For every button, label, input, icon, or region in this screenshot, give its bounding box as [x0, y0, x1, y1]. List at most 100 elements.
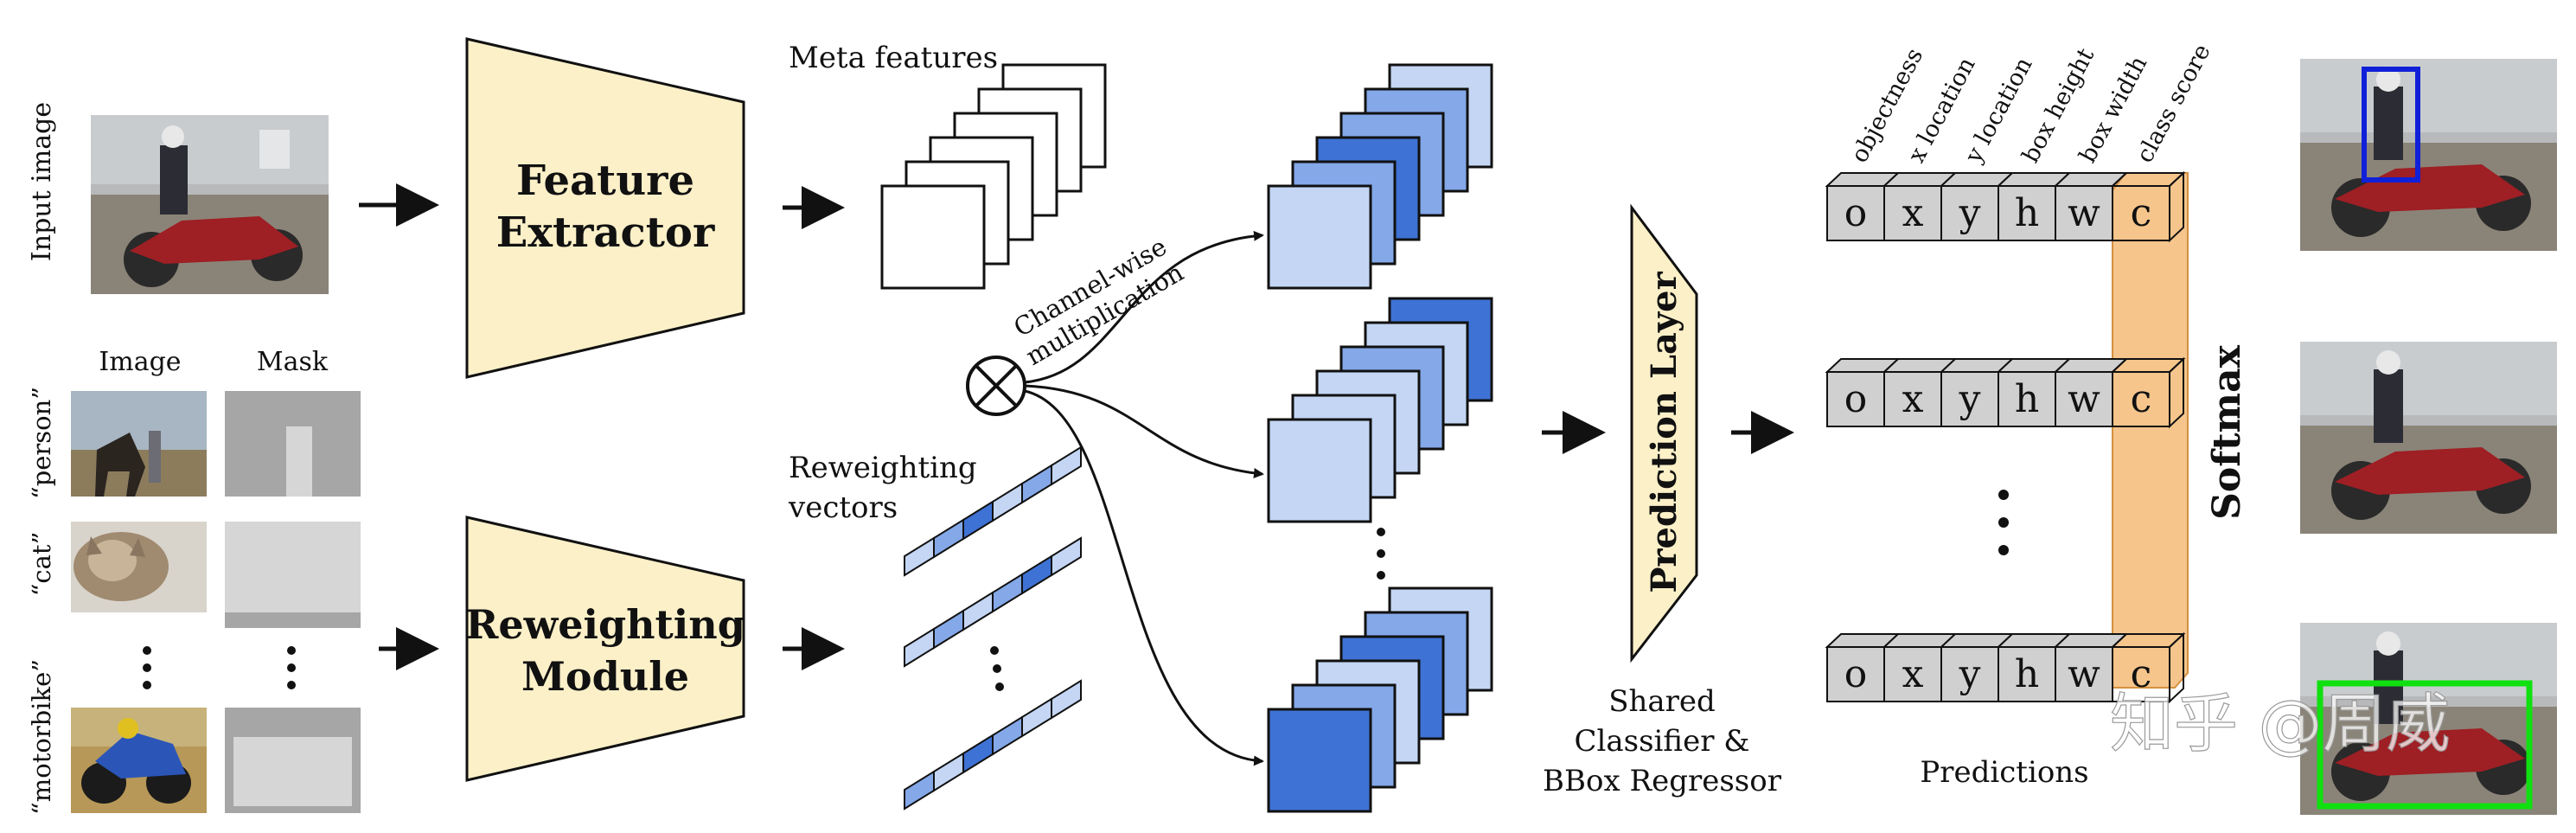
- shared-label-line2: Classifier &: [1574, 724, 1749, 759]
- prediction-cell-symbol: h: [2015, 191, 2039, 235]
- prediction-cell-symbol: y: [1959, 377, 1981, 421]
- detection-box-blue: [2362, 67, 2420, 183]
- support-image-motorbike: [71, 708, 207, 813]
- reweighting-vectors-label-line1: Reweighting: [789, 451, 977, 485]
- reweighting-vector-cell: [933, 752, 964, 792]
- prediction-cell-symbol: w: [2068, 191, 2100, 235]
- vectors-ellipsis: [990, 646, 1004, 691]
- support-mask-cat: [225, 522, 361, 628]
- support-header-image: Image: [99, 347, 181, 377]
- reweighting-vector-cell: [992, 482, 1023, 522]
- prediction-cell-symbol: w: [2068, 652, 2100, 696]
- prediction-cell-symbol: x: [1902, 191, 1924, 235]
- prediction-cell-symbol: x: [1902, 377, 1924, 421]
- prediction-layer-label: Prediction Layer: [1644, 271, 1684, 593]
- predictions-label: Predictions: [1920, 755, 2088, 790]
- prediction-cell: [2055, 185, 2113, 241]
- reweighting-vector-cell: [1051, 445, 1082, 486]
- prediction-cell-symbol: o: [1844, 191, 1868, 235]
- softmax-label: Softmax: [2205, 344, 2249, 519]
- reweighting-vector-cell: [962, 591, 994, 631]
- support-ellipsis: [143, 646, 296, 689]
- input-image-photo: [91, 115, 329, 294]
- input-image-label: Input image: [27, 102, 57, 261]
- support-class-motorbike: “motorbike”: [27, 659, 56, 815]
- shared-label-line3: BBox Regressor: [1543, 764, 1782, 798]
- prediction-cell: [1998, 371, 2056, 427]
- support-header-mask: Mask: [257, 347, 329, 377]
- prediction-cell: [1826, 646, 1885, 702]
- support-class-person: “person”: [27, 387, 56, 499]
- reweighting-vector-cell: [904, 627, 935, 668]
- shared-label-line1: Shared: [1608, 684, 1716, 719]
- reweighting-vectors: [904, 445, 1082, 811]
- support-class-cat: “cat”: [27, 532, 56, 597]
- reweighting-vector-cell: [904, 770, 935, 811]
- prediction-cell: [1826, 371, 1885, 427]
- prediction-cell: [1883, 646, 1942, 702]
- reweighting-vector-cell: [933, 609, 964, 650]
- reweighting-vector-cell: [962, 500, 994, 541]
- reweighting-vector-cell: [933, 518, 964, 559]
- reweighted-feature-map-front: [1267, 184, 1372, 290]
- reweighted-feature-map-front: [1267, 708, 1372, 813]
- output-image-2: [2300, 342, 2557, 534]
- prediction-cell-symbol: o: [1844, 652, 1868, 696]
- stacks-ellipsis: [1377, 528, 1385, 580]
- class-score-band: [2112, 172, 2189, 689]
- prediction-cell-symbol: o: [1844, 377, 1868, 421]
- prediction-cell: [1940, 646, 1999, 702]
- reweighted-feature-stack-2: [1267, 297, 1493, 523]
- predictions-ellipsis: [1998, 490, 2009, 555]
- reweighted-feature-stack-1: [1267, 63, 1493, 290]
- feature-extractor-title-line1: Feature: [516, 157, 694, 205]
- prediction-cell-symbol: y: [1959, 191, 1981, 235]
- reweighting-vectors-label-line2: vectors: [788, 490, 898, 525]
- prediction-cell-symbol: h: [2015, 377, 2039, 421]
- feature-extractor-box: [465, 37, 745, 379]
- prediction-cell-symbol: c: [2131, 191, 2152, 235]
- feature-extractor-title-line2: Extractor: [496, 208, 715, 257]
- reweighting-module-title-line2: Module: [521, 653, 689, 700]
- support-mask-person: [225, 391, 361, 497]
- reweighting-vector-cell: [992, 573, 1023, 613]
- reweighting-module-box: [465, 516, 745, 782]
- reweighting-vector-cell: [992, 715, 1023, 756]
- reweighting-module-title-line1: Reweighting: [465, 601, 745, 648]
- reweighting-vector-cell: [1051, 679, 1082, 720]
- output-image-1: [2300, 59, 2557, 251]
- support-image-person: [71, 391, 207, 497]
- watermark: 知乎 @周威: [2110, 687, 2451, 761]
- prediction-cell: [1826, 185, 1885, 241]
- prediction-cell-symbol: y: [1959, 652, 1981, 696]
- reweighting-vector-cell: [1021, 697, 1052, 738]
- prediction-cell-symbol: c: [2131, 652, 2152, 696]
- multiply-output-curves: [1024, 230, 1264, 766]
- meta-feature-map: [880, 184, 986, 290]
- reweighting-vector-cell: [1051, 536, 1082, 577]
- reweighting-vector-cell: [1021, 554, 1052, 595]
- output-image-3: [2300, 623, 2557, 815]
- prediction-header: class score: [2132, 40, 2216, 167]
- reweighting-vector-cell: [904, 536, 935, 577]
- prediction-cell: [1940, 371, 1999, 427]
- prediction-cell-symbol: w: [2068, 377, 2100, 421]
- prediction-cell-symbol: c: [2131, 377, 2152, 421]
- reweighting-vector-cell: [962, 734, 994, 774]
- prediction-cell: [1883, 371, 1942, 427]
- prediction-cell: [1998, 185, 2056, 241]
- support-mask-motorbike: [225, 708, 361, 813]
- meta-features-stack: [880, 63, 1107, 290]
- meta-features-label: Meta features: [789, 41, 998, 75]
- reweighted-feature-map-front: [1267, 418, 1372, 523]
- multiply-operator-icon: [966, 356, 1026, 416]
- prediction-layer-box: [1630, 203, 1698, 663]
- reweighted-feature-stack-3: [1267, 586, 1493, 813]
- support-image-cat: [71, 522, 207, 612]
